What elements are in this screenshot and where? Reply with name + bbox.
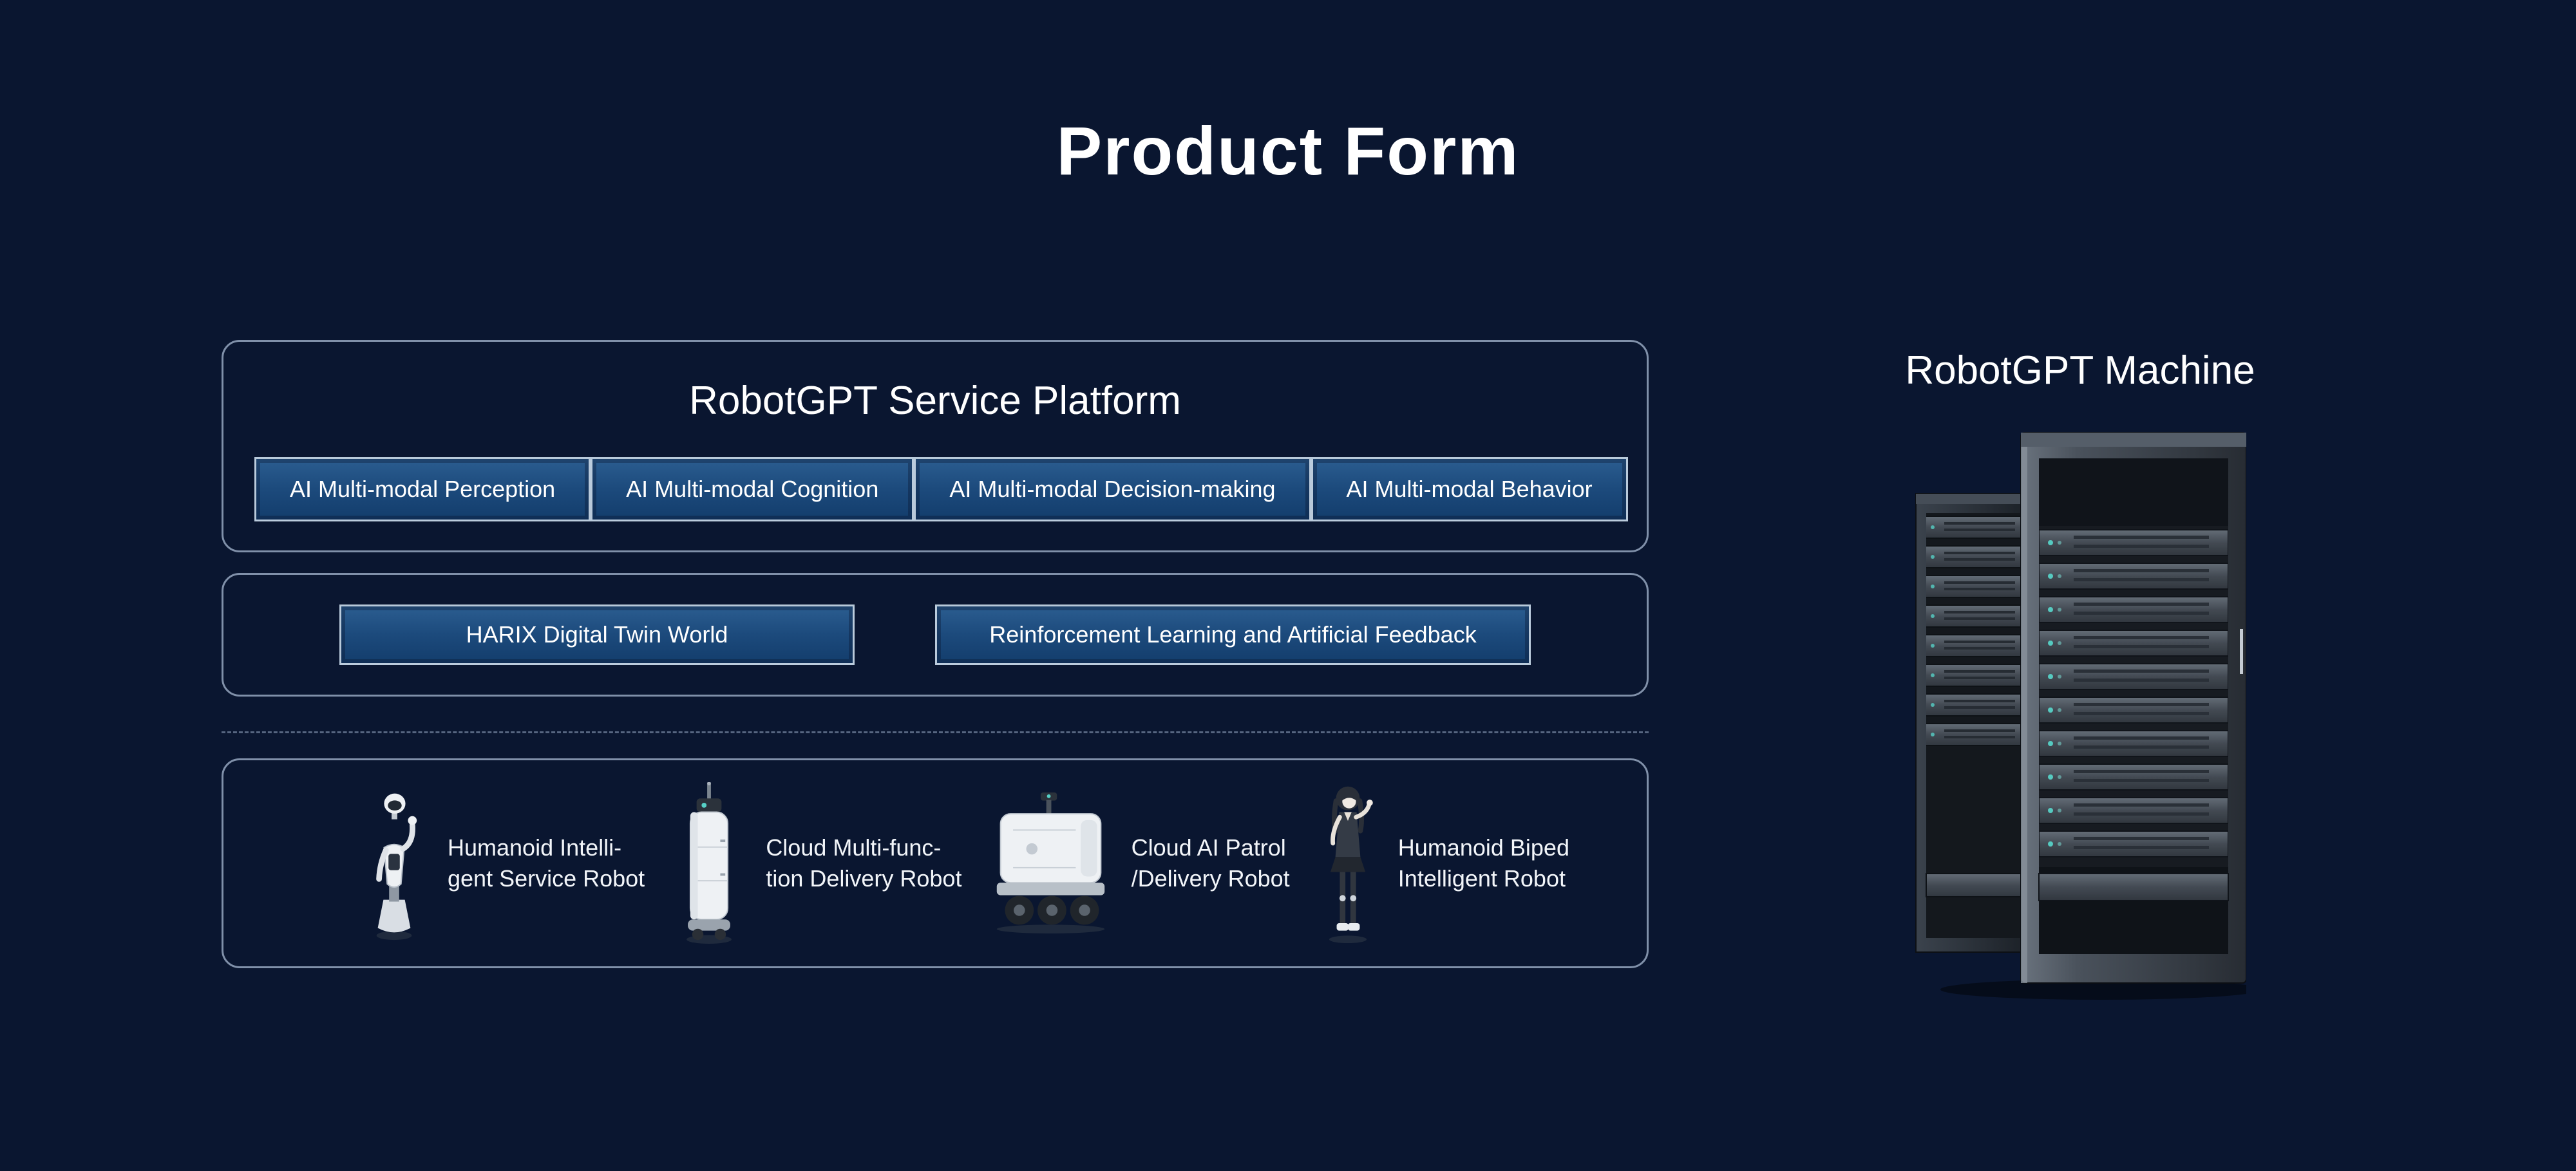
robot-label-patrol-delivery: Cloud AI Patrol /Delivery Robot [1131, 834, 1290, 892]
delivery-tower-robot-icon [687, 782, 732, 944]
page-title: Product Form [1056, 113, 1520, 189]
robot-label-humanoid-service: Humanoid Intelli- gent Service Robot [448, 834, 645, 892]
machine-title: RobotGPT Machine [1905, 348, 2255, 393]
capabilities-panel: HARIX Digital Twin World Reinforcement L… [222, 573, 1649, 697]
module-chip-behavior[interactable]: AI Multi-modal Behavior [1311, 457, 1628, 521]
module-chip-decision-making[interactable]: AI Multi-modal Decision-making [914, 457, 1311, 521]
module-chip-cognition[interactable]: AI Multi-modal Cognition [591, 457, 914, 521]
harix-digital-twin-chip[interactable]: HARIX Digital Twin World [339, 604, 855, 665]
server-rack-image [1915, 432, 2246, 1000]
front-server-rack [2020, 432, 2246, 984]
back-server-rack [1915, 493, 2039, 953]
humanoid-service-robot-icon [376, 793, 417, 941]
robot-label-biped-humanoid: Humanoid Biped Intelligent Robot [1397, 834, 1569, 892]
robot-item-patrol-delivery: Cloud AI Patrol /Delivery Robot [988, 792, 1290, 934]
module-chip-perception[interactable]: AI Multi-modal Perception [254, 457, 591, 521]
biped-humanoid-robot-icon [1329, 786, 1373, 944]
robot-item-biped-humanoid: Humanoid Biped Intelligent Robot [1316, 782, 1569, 944]
reinforcement-learning-chip[interactable]: Reinforcement Learning and Artificial Fe… [935, 604, 1531, 665]
robot-item-delivery-tower: Cloud Multi-func- tion Delivery Robot [670, 782, 961, 944]
platform-panel: RobotGPT Service Platform AI Multi-modal… [222, 340, 1649, 552]
robot-item-humanoid-service: Humanoid Intelli- gent Service Robot [359, 785, 645, 942]
patrol-delivery-robot-icon [996, 792, 1104, 934]
robot-label-delivery-tower: Cloud Multi-func- tion Delivery Robot [766, 834, 962, 892]
platform-title: RobotGPT Service Platform [689, 379, 1181, 423]
platform-modules-row: AI Multi-modal Perception AI Multi-modal… [254, 457, 1628, 521]
robots-panel: Humanoid Intelli- gent Service Robot [222, 758, 1649, 968]
dashed-divider [222, 731, 1649, 733]
machine-section: RobotGPT Machine [1900, 348, 2260, 1002]
